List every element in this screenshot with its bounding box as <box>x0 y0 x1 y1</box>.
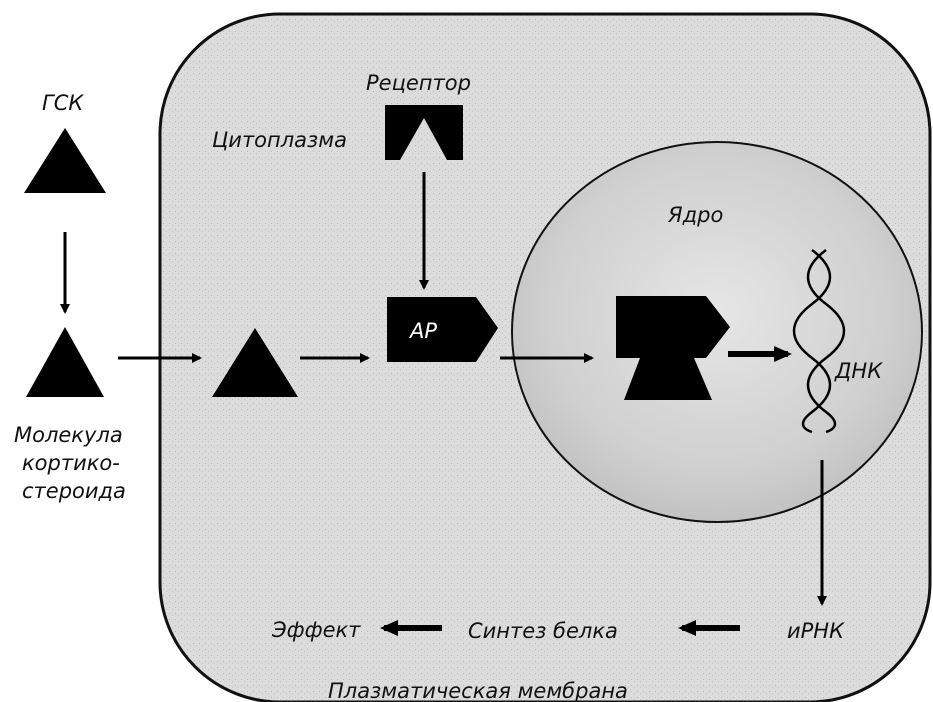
molecule-label-line2: кортико- <box>22 451 120 475</box>
cytoplasm-label: Цитоплазма <box>212 128 347 152</box>
gsk-label: ГСК <box>42 91 84 115</box>
receptor-label: Рецептор <box>366 71 471 95</box>
effect-label: Эффект <box>271 618 361 642</box>
molecule-label-line1: Молекула <box>14 423 123 447</box>
nucleus-label: Ядро <box>667 203 723 227</box>
ar-label: АР <box>408 319 437 343</box>
ar-complex <box>387 297 498 362</box>
protein-synthesis-label: Синтез белка <box>468 619 618 643</box>
molecule-triangle <box>26 327 104 397</box>
gsk-triangle <box>24 128 106 193</box>
molecule-label-line3: стероида <box>22 479 126 503</box>
dnk-label: ДНК <box>834 359 883 383</box>
mrna-label: иРНК <box>787 619 845 643</box>
membrane-label: Плазматическая мембрана <box>328 679 628 702</box>
